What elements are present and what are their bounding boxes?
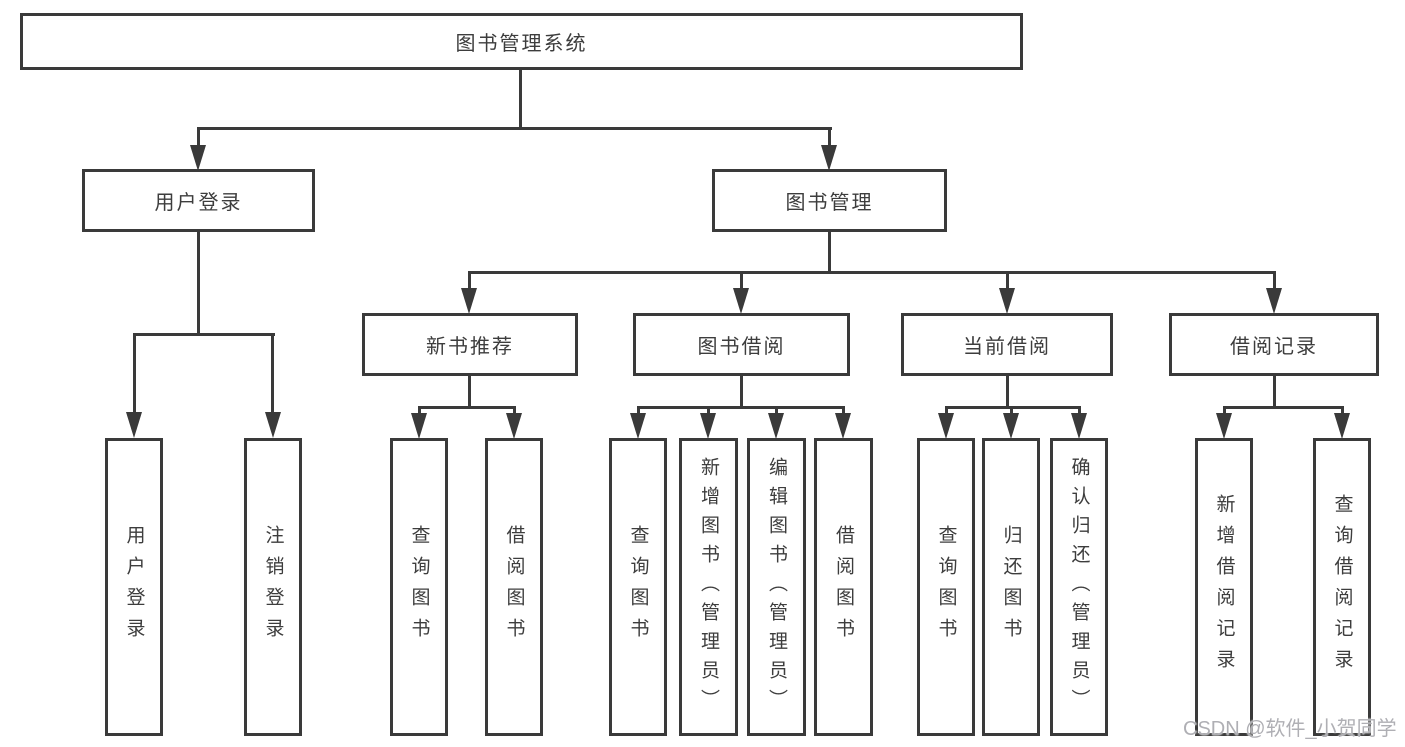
- arrow-down-icon: [1216, 413, 1232, 439]
- leaf-add-borrow-record-label: 新增借阅记录: [1213, 494, 1235, 680]
- leaf-query-books-3-label: 查询图书: [935, 525, 957, 649]
- connector-line: [418, 406, 516, 409]
- leaf-add-borrow-record: 新增借阅记录: [1195, 438, 1253, 736]
- leaf-confirm-return-admin: 确认归还（管理员）: [1050, 438, 1108, 736]
- connector-line: [133, 333, 275, 336]
- node-current-borrow: 当前借阅: [901, 313, 1113, 376]
- connector-line: [1010, 406, 1013, 415]
- connector-line: [775, 406, 778, 415]
- node-borrow-records-label: 借阅记录: [1230, 336, 1318, 358]
- leaf-edit-books-admin-label: 编辑图书（管理员）: [766, 456, 787, 718]
- connector-line: [468, 271, 471, 291]
- node-user-login: 用户登录: [82, 169, 315, 232]
- arrow-down-icon: [506, 413, 522, 439]
- connector-line: [1341, 406, 1344, 415]
- arrow-down-icon: [1003, 413, 1019, 439]
- leaf-borrow-books-1-label: 借阅图书: [503, 525, 525, 649]
- node-book-borrow-label: 图书借阅: [697, 336, 786, 358]
- arrow-down-icon: [1334, 413, 1350, 439]
- node-user-login-label: 用户登录: [154, 192, 243, 214]
- node-new-book-recommend: 新书推荐: [362, 313, 578, 376]
- connector-line: [1223, 406, 1344, 409]
- connector-line: [707, 406, 710, 415]
- connector-line: [740, 271, 743, 291]
- leaf-query-borrow-record-label: 查询借阅记录: [1331, 494, 1353, 680]
- arrow-down-icon: [999, 288, 1015, 314]
- connector-line: [197, 232, 200, 336]
- connector-line: [1273, 271, 1276, 291]
- leaf-return-books: 归还图书: [982, 438, 1040, 736]
- arrow-down-icon: [1071, 413, 1087, 439]
- connector-line: [945, 406, 1081, 409]
- arrow-down-icon: [768, 413, 784, 439]
- node-root: 图书管理系统: [20, 13, 1023, 70]
- connector-line: [1006, 376, 1009, 409]
- connector-line: [513, 406, 516, 415]
- node-borrow-records: 借阅记录: [1169, 313, 1379, 376]
- connector-line: [740, 376, 743, 409]
- arrow-down-icon: [126, 412, 142, 438]
- connector-line: [271, 333, 274, 414]
- leaf-query-borrow-record: 查询借阅记录: [1313, 438, 1371, 736]
- connector-line: [1223, 406, 1226, 415]
- leaf-logout-label: 注销登录: [262, 525, 284, 649]
- arrow-down-icon: [733, 288, 749, 314]
- arrow-down-icon: [190, 145, 206, 171]
- connector-line: [637, 406, 845, 409]
- connector-line: [945, 406, 948, 415]
- connector-line: [418, 406, 421, 415]
- connector-line: [133, 333, 136, 414]
- arrow-down-icon: [835, 413, 851, 439]
- connector-line: [468, 376, 471, 409]
- leaf-borrow-books-2-label: 借阅图书: [833, 525, 854, 649]
- node-new-book-recommend-label: 新书推荐: [426, 336, 514, 358]
- connector-line: [519, 70, 522, 128]
- connector-line: [842, 406, 845, 415]
- leaf-user-login-label: 用户登录: [123, 525, 145, 649]
- leaf-borrow-books-1: 借阅图书: [485, 438, 543, 736]
- arrow-down-icon: [821, 145, 837, 171]
- leaf-query-books-3: 查询图书: [917, 438, 975, 736]
- connector-line: [197, 127, 832, 130]
- connector-line: [828, 127, 831, 147]
- node-book-management-label: 图书管理: [785, 192, 874, 214]
- arrow-down-icon: [1266, 288, 1282, 314]
- connector-line: [468, 271, 1275, 274]
- connector-line: [1078, 406, 1081, 415]
- node-book-management: 图书管理: [712, 169, 947, 232]
- arrow-down-icon: [938, 413, 954, 439]
- connector-line: [1273, 376, 1276, 409]
- leaf-borrow-books-2: 借阅图书: [814, 438, 873, 736]
- leaf-query-books-2-label: 查询图书: [627, 525, 649, 649]
- arrow-down-icon: [411, 413, 427, 439]
- leaf-query-books-2: 查询图书: [609, 438, 667, 736]
- connector-line: [637, 406, 640, 415]
- leaf-query-books-1: 查询图书: [390, 438, 448, 736]
- connector-line: [828, 232, 831, 273]
- leaf-return-books-label: 归还图书: [1000, 525, 1022, 649]
- leaf-add-books-admin-label: 新增图书（管理员）: [698, 456, 719, 718]
- leaf-confirm-return-admin-label: 确认归还（管理员）: [1068, 456, 1090, 718]
- csdn-watermark: CSDN @软件_小贺同学: [1183, 718, 1397, 740]
- leaf-edit-books-admin: 编辑图书（管理员）: [747, 438, 806, 736]
- arrow-down-icon: [461, 288, 477, 314]
- leaf-logout: 注销登录: [244, 438, 302, 736]
- arrow-down-icon: [700, 413, 716, 439]
- connector-line: [197, 127, 200, 147]
- arrow-down-icon: [265, 412, 281, 438]
- node-current-borrow-label: 当前借阅: [963, 336, 1051, 358]
- node-root-label: 图书管理系统: [455, 33, 588, 55]
- arrow-down-icon: [630, 413, 646, 439]
- connector-line: [1006, 271, 1009, 291]
- node-book-borrow: 图书借阅: [633, 313, 850, 376]
- leaf-user-login: 用户登录: [105, 438, 163, 736]
- leaf-query-books-1-label: 查询图书: [408, 525, 430, 649]
- leaf-add-books-admin: 新增图书（管理员）: [679, 438, 738, 736]
